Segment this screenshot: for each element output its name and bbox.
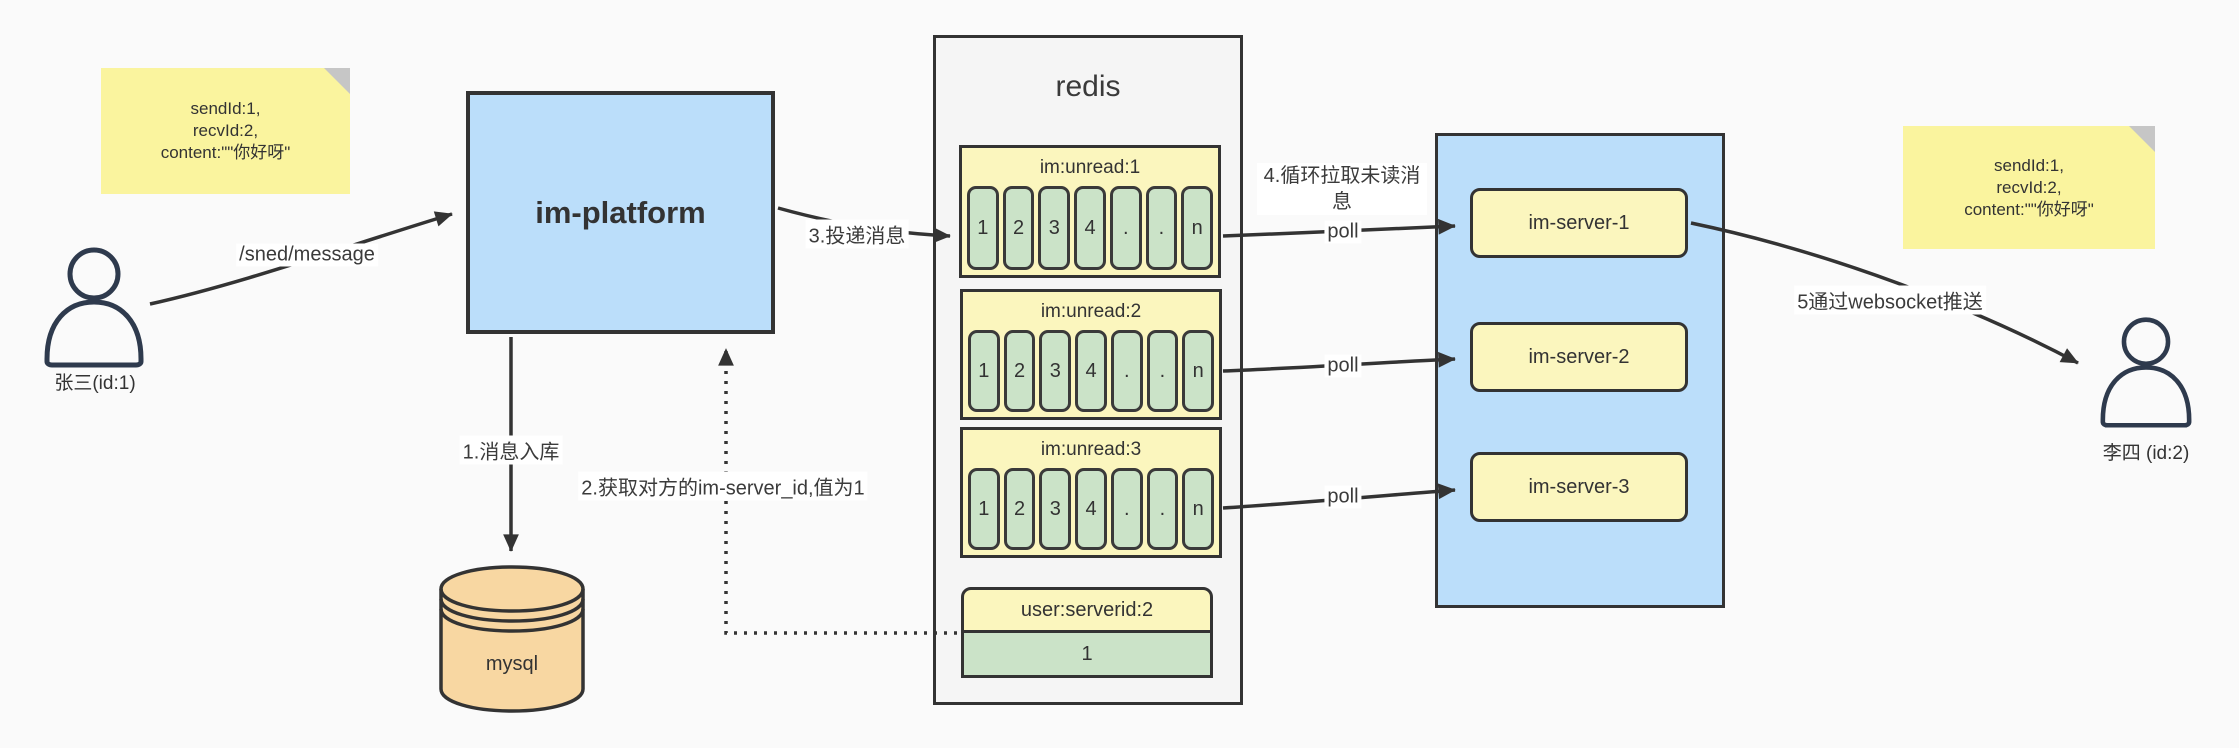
edge-label-send-path: /sned/message [236,243,378,267]
queue-header: im:unread:2 [1040,301,1142,322]
sticky-note-receiver: sendId:1, recvId:2, content:""你好呀" [1903,126,2155,249]
queue-cell: 3 [1039,330,1072,412]
queue-im-unread-2: im:unread:2 1 2 3 4 . . n [960,289,1222,420]
queue-cell: 4 [1075,330,1107,412]
im-server-1-node: im-server-1 [1470,188,1688,258]
queue-cell: . [1110,330,1143,412]
im-server-label: im-server-2 [1528,345,1630,368]
note-line: sendId:1, [1994,155,2064,175]
user-icon-sender [44,247,144,368]
edge-label-step4: 4.循环拉取未读消息 [1257,163,1427,215]
edge-label-step5: 5通过websocket推送 [1794,285,1986,315]
note-line: sendId:1, [190,99,261,118]
mysql-label: mysql [485,653,539,675]
im-platform-label: im-platform [535,194,706,230]
queue-cell: 2 [1003,468,1036,550]
queue-cell: . [1146,330,1179,412]
edge-label-step3: 3.投递消息 [805,219,909,249]
note-line: recvId:2, [192,121,259,140]
queue-cell: n [1182,330,1215,412]
user-icon-receiver [2100,317,2192,428]
queue-cell: 4 [1074,186,1106,270]
queue-cell: . [1110,468,1143,550]
edge-label-poll-2: poll [1324,354,1362,378]
sticky-note-sender: sendId:1, recvId:2, content:""你好呀" [101,68,350,194]
im-server-3-node: im-server-3 [1470,452,1688,522]
queue-cell: 1 [967,186,999,270]
queue-cell: 2 [1002,186,1035,270]
note-line: recvId:2, [1996,177,2062,197]
queue-cell: 3 [1038,186,1071,270]
queue-cell: . [1109,186,1142,270]
queue-cell: n [1182,468,1215,550]
note-fold-icon [2129,126,2155,152]
user-serverid-value: 1 [961,633,1213,678]
edge-label-step1: 1.消息入库 [459,435,563,465]
mysql-database-icon [439,565,585,713]
queue-cell: 1 [968,468,1000,550]
im-platform-node: im-platform [466,91,775,334]
sender-label: 张三(id:1) [54,373,136,394]
receiver-label: 李四 (id:2) [2102,443,2190,464]
queue-cells: 1 2 3 4 . . n [963,330,1219,417]
note-line: content:""你好呀" [1964,199,2094,219]
queue-header: im:unread:3 [1040,439,1142,460]
queue-cell: 2 [1003,330,1036,412]
queue-cell: n [1181,186,1214,270]
queue-cell: . [1146,468,1179,550]
edge-label-poll-3: poll [1324,485,1362,509]
queue-cell: . [1145,186,1178,270]
user-serverid-node: user:serverid:2 1 [961,587,1213,678]
queue-im-unread-3: im:unread:3 1 2 3 4 . . n [960,427,1222,558]
im-server-label: im-server-1 [1528,211,1630,234]
queue-cells: 1 2 3 4 . . n [963,468,1219,555]
edge-label-step2: 2.获取对方的im-server_id,值为1 [578,471,868,501]
note-fold-icon [324,68,350,94]
edge-label-poll-1: poll [1324,220,1362,244]
im-server-label: im-server-3 [1528,475,1630,498]
queue-header: im:unread:1 [1039,157,1141,178]
user-serverid-key: user:serverid:2 [961,587,1213,633]
queue-cells: 1 2 3 4 . . n [962,186,1218,275]
queue-im-unread-1: im:unread:1 1 2 3 4 . . n [959,145,1221,278]
im-server-2-node: im-server-2 [1470,322,1688,392]
redis-title: redis [1055,70,1121,103]
queue-cell: 3 [1039,468,1072,550]
note-line: content:""你好呀" [160,143,291,162]
queue-cell: 4 [1075,468,1107,550]
queue-cell: 1 [968,330,1000,412]
